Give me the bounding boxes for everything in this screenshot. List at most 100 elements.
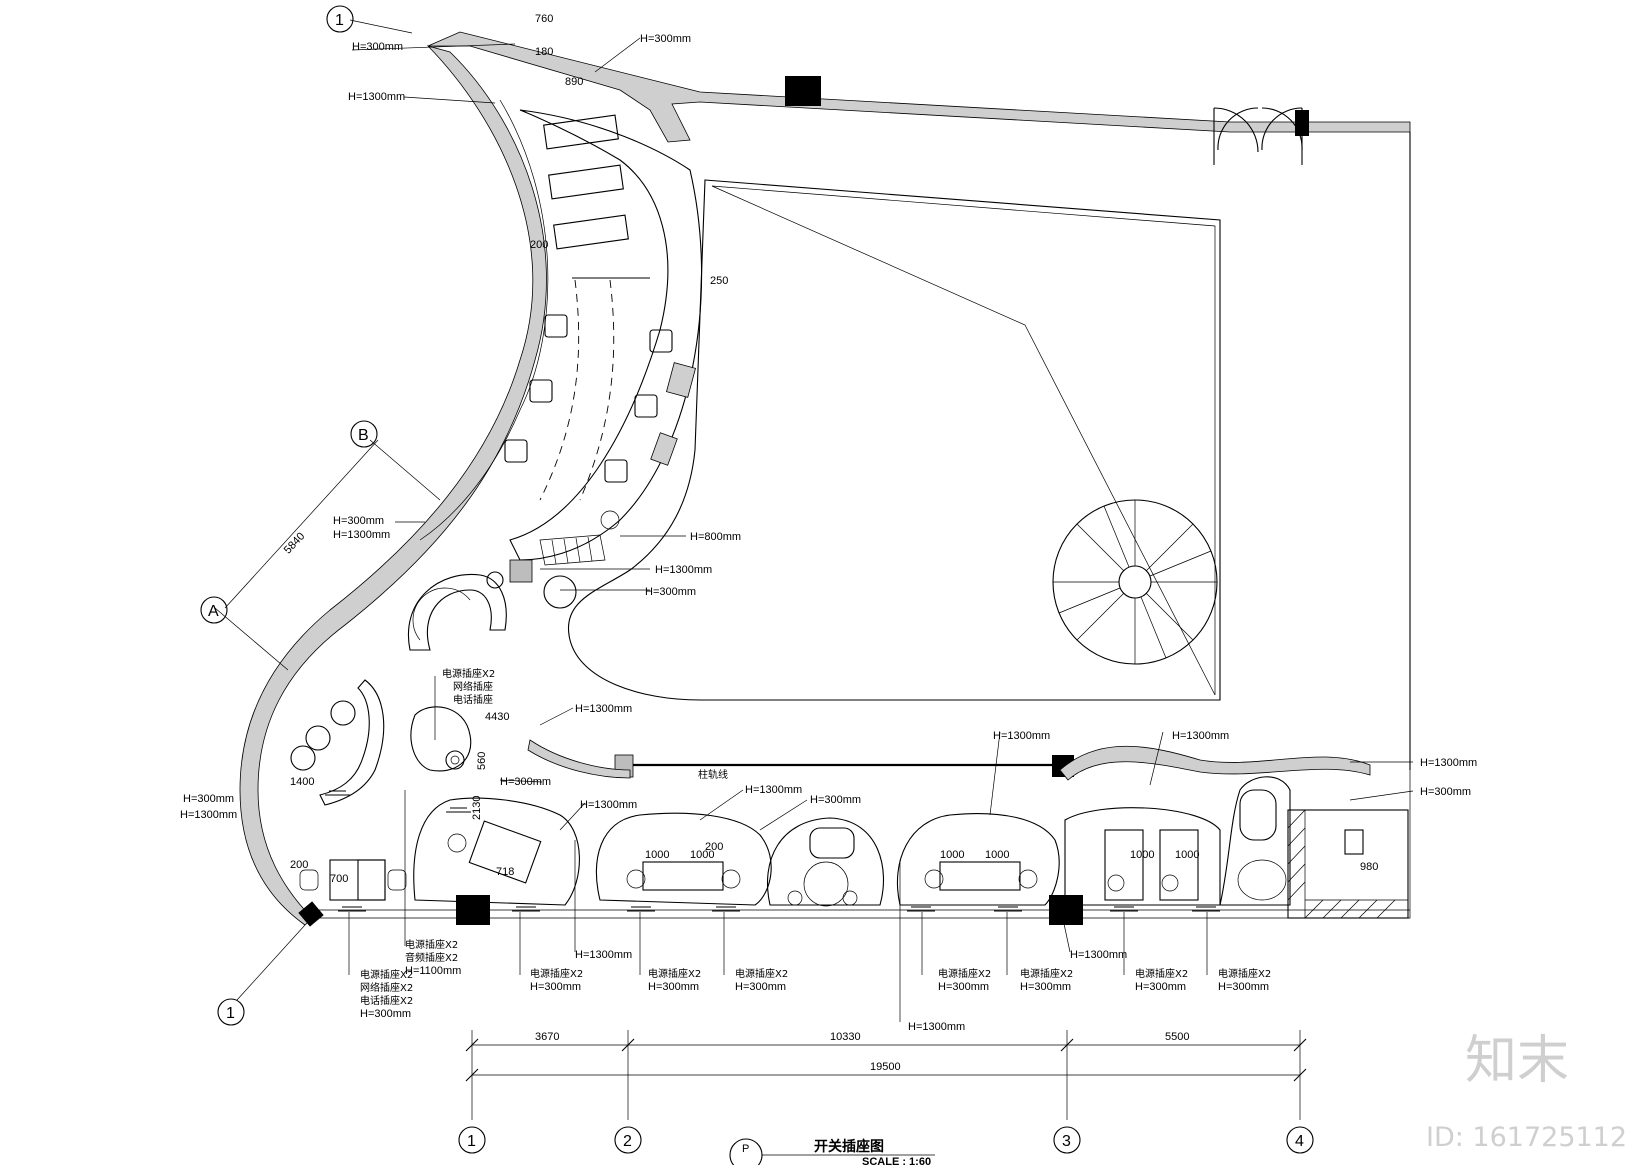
equipment-block-2	[650, 432, 678, 466]
dim-180: 180	[535, 46, 553, 58]
column-circle	[410, 706, 472, 772]
bottom-wall	[312, 770, 1411, 919]
socket-phone-left-1: 电话插座X2	[360, 994, 413, 1007]
dim-1000-d: 1000	[985, 849, 1009, 861]
bottom-column-2	[1049, 895, 1083, 925]
room-restroom	[1219, 776, 1291, 906]
dim-890: 890	[565, 76, 583, 88]
curved-left-wall	[239, 45, 547, 926]
dim-200-mid: 200	[705, 841, 723, 853]
dim-700: 700	[330, 873, 348, 885]
h1300-room2: H=1300mm	[745, 784, 802, 796]
grey-block-middle	[509, 559, 533, 583]
h300-b7: H=300mm	[1218, 981, 1269, 993]
aisle-curve-2	[579, 279, 615, 501]
grid-1-top-leader	[349, 19, 413, 34]
h1300-room3: H=1300mm	[993, 730, 1050, 742]
dim-200-top: 200	[530, 239, 548, 251]
dim-19500: 19500	[870, 1061, 901, 1073]
h800: H=800mm	[690, 531, 741, 543]
curved-reception-desk	[407, 571, 507, 651]
h300-b4: H=300mm	[938, 981, 989, 993]
equipment-block	[666, 362, 696, 398]
bottom-dimension-chain	[465, 1030, 1307, 1120]
h1300-room1: H=1300mm	[580, 799, 637, 811]
spiral-staircase	[1052, 499, 1218, 665]
dim-5840: 5840	[282, 530, 307, 556]
socket-phone-mid: 电话插座	[453, 693, 493, 706]
socket-power-mid-1: 电源插座X2	[442, 667, 495, 680]
top-column-1	[785, 76, 821, 106]
aisle-curve-1	[539, 279, 580, 501]
room-round-1	[766, 817, 884, 907]
watermark-brand: 知末	[1465, 1031, 1569, 1091]
dim-1000-a: 1000	[645, 849, 669, 861]
grid-label-1-dim: 1	[467, 1133, 476, 1150]
steps-middle	[539, 534, 606, 566]
room-meeting-1	[413, 797, 580, 906]
socket-power-left-2: 电源插座X2	[405, 938, 458, 951]
room-office-1	[595, 812, 772, 906]
h1300-bottom-1: H=1300mm	[575, 949, 632, 961]
h300-top-mid: H=300mm	[640, 33, 691, 45]
right-rooms-wall	[1059, 745, 1371, 781]
lounge-chairs-top	[543, 114, 629, 250]
dim-1000-f: 1000	[1175, 849, 1199, 861]
h300-top-left: H=300mm	[352, 41, 403, 53]
h300-b2: H=300mm	[648, 981, 699, 993]
bottom-column-1	[456, 895, 490, 925]
h300-mid: H=300mm	[645, 586, 696, 598]
h300-left-1: H=300mm	[360, 1008, 411, 1020]
audience-chairs	[504, 314, 673, 530]
curved-inner-line	[419, 99, 549, 541]
grid-label-2-dim: 2	[623, 1133, 632, 1150]
dim-1400: 1400	[290, 776, 314, 788]
dim-250: 250	[710, 275, 728, 287]
socket-power-b5: 电源插座X2	[1020, 967, 1073, 980]
socket-power-b6: 电源插座X2	[1135, 967, 1188, 980]
grid-label-1-bottom: 1	[226, 1005, 235, 1022]
main-stage-outline	[567, 179, 1221, 701]
drawing-scale: SCALE : 1:60	[862, 1156, 931, 1165]
socket-network-mid: 网络插座	[453, 680, 493, 693]
h300-b6: H=300mm	[1135, 981, 1186, 993]
callout-leaders	[348, 37, 1414, 1022]
dim-3670: 3670	[535, 1031, 559, 1043]
socket-audio-left-2: 音频插座X2	[405, 951, 458, 964]
grid-label-b: B	[358, 427, 369, 444]
room-office-2	[896, 813, 1060, 906]
socket-power-b1: 电源插座X2	[530, 967, 583, 980]
socket-power-b3: 电源插座X2	[735, 967, 788, 980]
column-track-label: 柱轨线	[698, 768, 728, 781]
dim-2130: 2130	[471, 796, 483, 820]
dim-5500: 5500	[1165, 1031, 1189, 1043]
stage-diagonal	[711, 185, 1216, 696]
dim-760: 760	[535, 13, 553, 25]
h300-right: H=300mm	[1420, 786, 1471, 798]
socket-power-b2: 电源插座X2	[648, 967, 701, 980]
stage-inner-outline	[711, 185, 1216, 695]
h1100-left-2: H=1100mm	[405, 965, 461, 977]
round-table-middle	[543, 575, 577, 609]
room-office-3	[1064, 807, 1221, 906]
dim-1000-c: 1000	[940, 849, 964, 861]
h300-b: H=300mm	[333, 515, 384, 527]
h1300-bottom-2: H=1300mm	[1070, 949, 1127, 961]
socket-markers	[325, 790, 1220, 912]
drawing-title-block: P 开关插座图 SCALE : 1:60	[729, 1138, 935, 1165]
socket-power-b4: 电源插座X2	[938, 967, 991, 980]
h1300-b: H=1300mm	[333, 529, 390, 541]
h1300-right: H=1300mm	[1420, 757, 1477, 769]
grid-1-bottom-leader	[236, 924, 306, 1001]
h1300-left: H=1300mm	[180, 809, 237, 821]
grid-label-1-top: 1	[335, 12, 344, 29]
small-column-bottom-left	[298, 901, 324, 927]
watermark-id: ID: 161725112	[1426, 1122, 1627, 1153]
h300-room2: H=300mm	[810, 794, 861, 806]
grid-label-4-dim: 4	[1295, 1133, 1304, 1150]
h300-b5: H=300mm	[1020, 981, 1071, 993]
grid-label-3-dim: 3	[1062, 1133, 1071, 1150]
h300-b3: H=300mm	[735, 981, 786, 993]
h300-reception: H=300mm	[500, 776, 551, 788]
